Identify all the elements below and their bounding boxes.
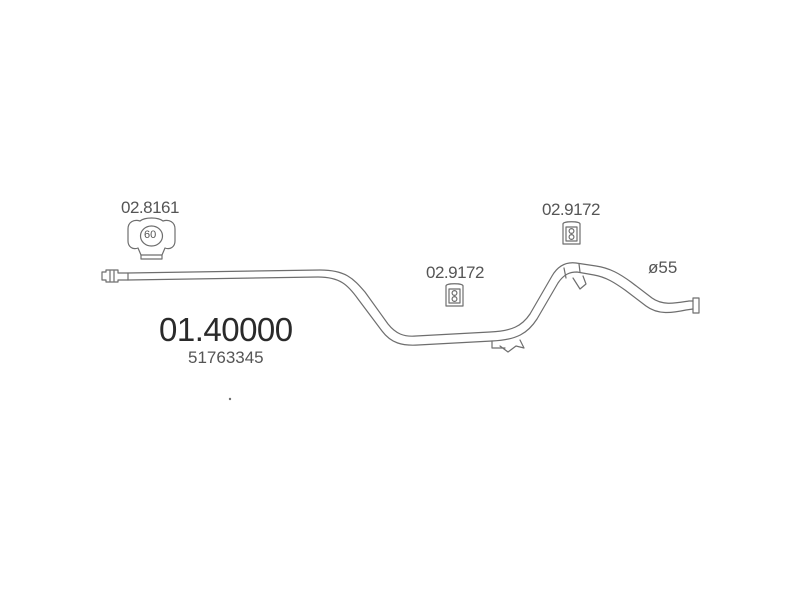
pipe-lower-contour — [127, 271, 694, 346]
oem-number: 51763345 — [188, 348, 264, 367]
pipe-hanger-bracket-right — [572, 275, 587, 290]
rubber-hanger-icon-right — [562, 221, 581, 245]
clamp-size-label: 60 — [144, 229, 157, 241]
pipe-upper-contour — [127, 262, 694, 337]
hanger-code-label-mid: 02.9172 — [426, 263, 484, 282]
rubber-hanger-icon-mid — [445, 283, 464, 307]
pipe-clamp-icon — [127, 217, 176, 260]
hanger-code-label-right: 02.9172 — [542, 200, 600, 219]
pipe-hanger-bracket — [491, 339, 525, 353]
pipe-outlet-fitting — [692, 297, 700, 314]
pipe-inlet-fitting — [101, 269, 129, 283]
clamp-code-label: 02.8161 — [121, 198, 179, 217]
diameter-label: ø55 — [648, 258, 678, 277]
part-number: 01.40000 — [159, 311, 293, 348]
exhaust-pipe — [101, 262, 700, 353]
stray-dot — [228, 397, 232, 401]
